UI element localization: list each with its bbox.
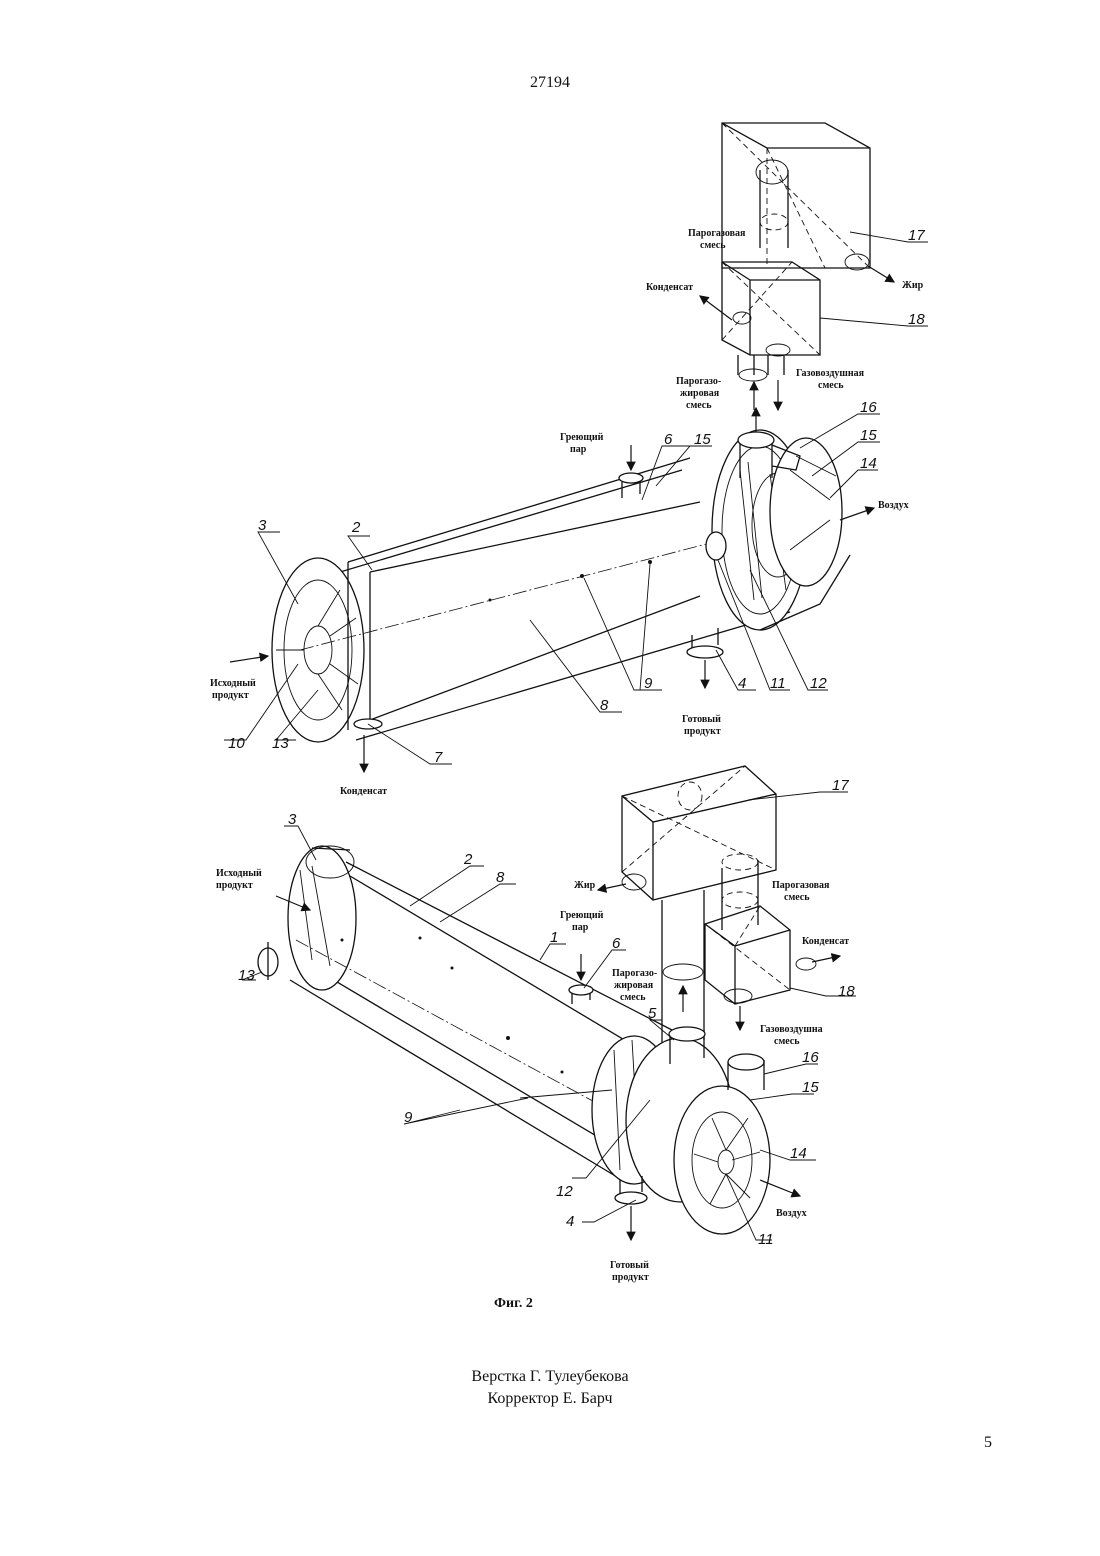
part-number-label: 11 — [758, 1231, 774, 1248]
flow-label-condensate-drain: Конденсат — [340, 786, 387, 797]
flow-label-source-product-1: Исходный — [216, 868, 262, 879]
part-number-label: 9 — [404, 1109, 413, 1126]
part-number-label: 8 — [496, 869, 505, 886]
part-number-label: 1 — [550, 929, 558, 946]
part-number-label: 18 — [908, 311, 925, 328]
page-number: 5 — [984, 1434, 992, 1452]
flow-label-steam-gas-mix-1: Парогазовая — [688, 228, 746, 239]
flow-label-air: Воздух — [776, 1208, 807, 1219]
flow-label-finished-product-1: Готовый — [610, 1260, 649, 1271]
part-number-label: 15 — [802, 1079, 819, 1096]
flow-label-steam-gas-fat-mix-3: смесь — [620, 992, 646, 1003]
drum-body-top — [272, 430, 850, 742]
part-number-label: 18 — [838, 983, 855, 1000]
layout-credit: Верстка Г. Тулеубекова — [0, 1366, 1100, 1388]
flow-label-heating-steam-2: пар — [572, 922, 589, 933]
flow-label-finished-product-1: Готовый — [682, 714, 721, 725]
bottom-view: Исходный продукт Жир Парогазовая смесь Г… — [216, 766, 856, 1283]
part-number-label: 10 — [228, 735, 245, 752]
flow-label-heating-steam-1: Греющий — [560, 432, 604, 443]
flow-label-gas-air-mix-1: Газовоздушна — [760, 1024, 823, 1035]
flow-label-steam-gas-mix-2: смесь — [784, 892, 810, 903]
part-number-label: 9 — [644, 675, 653, 692]
part-number-label: 3 — [258, 517, 267, 534]
flow-label-steam-gas-fat-mix-1: Парогазо- — [612, 968, 657, 979]
part-number-label: 6 — [612, 935, 621, 952]
flow-label-heating-steam-1: Греющий — [560, 910, 604, 921]
flow-label-steam-gas-fat-mix-1: Парогазо- — [676, 376, 721, 387]
part-number-label: 12 — [810, 675, 827, 692]
flow-label-fat: Жир — [574, 880, 596, 891]
credits: Верстка Г. Тулеубекова Корректор Е. Барч — [0, 1366, 1100, 1410]
part-number-label: 12 — [556, 1183, 573, 1200]
flow-label-steam-gas-fat-mix-2: жировая — [680, 388, 720, 399]
part-number-label: 5 — [648, 1005, 657, 1022]
flow-label-gas-air-mix-1: Газовоздушная — [796, 368, 865, 379]
condenser-box-18 — [722, 262, 820, 381]
flow-label-steam-gas-fat-mix-3: смесь — [686, 400, 712, 411]
part-number-label: 16 — [802, 1049, 819, 1066]
part-number-label: 17 — [908, 227, 925, 244]
part-number-label: 13 — [238, 967, 255, 984]
part-number-label: 3 — [288, 811, 297, 828]
part-number-label: 13 — [272, 735, 289, 752]
flow-label-condensate-out: Конденсат — [646, 282, 693, 293]
flow-label-gas-air-mix-2: смесь — [774, 1036, 800, 1047]
separator-box-17-bottom — [622, 766, 776, 900]
flow-label-steam-gas-mix-2: смесь — [700, 240, 726, 251]
part-number-label: 8 — [600, 697, 609, 714]
proofreader-credit: Корректор Е. Барч — [0, 1388, 1100, 1410]
part-number-label: 14 — [790, 1145, 807, 1162]
flow-label-fat: Жир — [902, 280, 924, 291]
part-number-label: 7 — [434, 749, 443, 766]
part-number-label: 15 — [860, 427, 877, 444]
flow-label-air: Воздух — [878, 500, 909, 511]
flow-label-source-product-1: Исходный — [210, 678, 256, 689]
figure-caption: Фиг. 2 — [494, 1296, 533, 1312]
flow-label-gas-air-mix-2: смесь — [818, 380, 844, 391]
flow-label-steam-gas-fat-mix-2: жировая — [614, 980, 654, 991]
top-view: Парогазовая смесь Конденсат Жир Газовозд… — [210, 123, 928, 797]
part-number-label: 14 — [860, 455, 877, 472]
part-number-label: 11 — [770, 675, 786, 692]
flow-label-source-product-2: продукт — [212, 690, 249, 701]
part-number-label: 6 — [664, 431, 673, 448]
part-number-label: 16 — [860, 399, 877, 416]
flow-label-steam-gas-mix-1: Парогазовая — [772, 880, 830, 891]
part-number-label: 4 — [738, 675, 746, 692]
flow-label-finished-product-2: продукт — [684, 726, 721, 737]
flow-label-source-product-2: продукт — [216, 880, 253, 891]
separator-box-17 — [722, 123, 870, 268]
flow-label-heating-steam-2: пар — [570, 444, 587, 455]
part-number-label: 15 — [694, 431, 711, 448]
flow-label-finished-product-2: продукт — [612, 1272, 649, 1283]
part-number-label: 4 — [566, 1213, 574, 1230]
part-number-label: 2 — [351, 519, 361, 536]
part-number-label: 2 — [463, 851, 473, 868]
steam-inlet-6 — [619, 445, 643, 498]
flow-label-condensate: Конденсат — [802, 936, 849, 947]
part-number-label: 17 — [832, 777, 849, 794]
